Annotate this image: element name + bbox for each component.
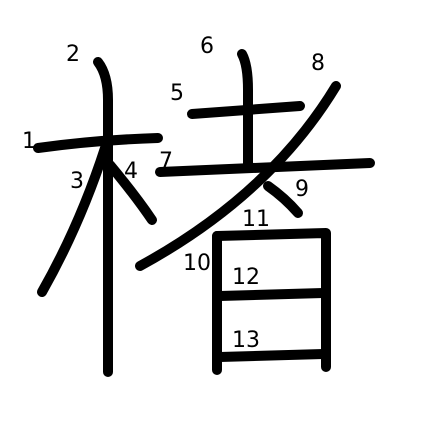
stroke-3 [37, 143, 110, 297]
strokes-layer [33, 49, 375, 377]
stroke-number-1: 1 [22, 129, 36, 154]
stroke-number-4: 4 [124, 159, 138, 184]
stroke-number-10: 10 [183, 251, 211, 276]
stroke-number-7: 7 [159, 149, 173, 174]
stroke-2 [93, 57, 113, 377]
stroke-number-8: 8 [311, 51, 325, 76]
stroke-number-3: 3 [70, 169, 84, 194]
stroke-1 [33, 133, 163, 153]
stroke-number-2: 2 [66, 42, 80, 67]
stroke-11 [212, 228, 331, 372]
stroke-9 [263, 181, 303, 218]
stroke-8 [135, 81, 341, 271]
stroke-number-9: 9 [295, 177, 309, 202]
stroke-13 [215, 349, 328, 362]
stroke-number-12: 12 [232, 265, 260, 290]
stroke-number-11: 11 [242, 207, 270, 232]
stroke-number-6: 6 [200, 34, 214, 59]
stroke-4 [105, 160, 157, 225]
stroke-7 [155, 158, 375, 177]
stroke-number-5: 5 [170, 81, 184, 106]
stroke-12 [215, 288, 328, 301]
stroke-number-13: 13 [232, 328, 260, 353]
stroke-6 [237, 49, 253, 173]
